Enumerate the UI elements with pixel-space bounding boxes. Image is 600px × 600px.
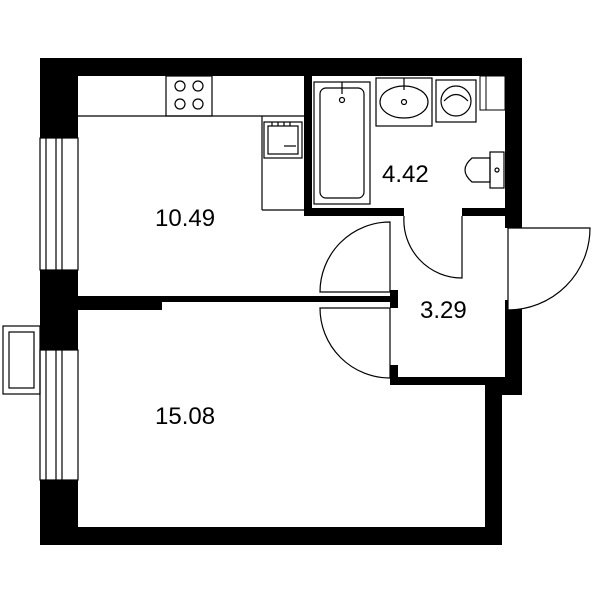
wall-right-hall bbox=[505, 300, 522, 395]
interior-walls bbox=[78, 76, 507, 385]
balcony-icon bbox=[2, 325, 41, 395]
door-bathroom bbox=[403, 215, 463, 279]
toilet-icon bbox=[464, 151, 505, 189]
wall-left-upper bbox=[40, 58, 78, 138]
wall-hall-bottom-stub bbox=[390, 365, 398, 385]
exterior-walls bbox=[40, 58, 522, 545]
door-living bbox=[319, 307, 391, 379]
wall-bath-left bbox=[304, 76, 312, 214]
wall-hall-bottom-left bbox=[390, 290, 398, 308]
door-icon bbox=[319, 215, 591, 379]
room-area-living: 15.08 bbox=[155, 403, 215, 430]
stove-icon bbox=[165, 75, 213, 117]
kitchen-counter bbox=[78, 115, 304, 211]
wall-bath-bottom-right bbox=[462, 208, 507, 216]
sink-icon bbox=[263, 121, 303, 159]
wall-left-mid bbox=[40, 270, 78, 350]
washbasin-icon bbox=[375, 77, 433, 127]
wall-hall-bottom bbox=[390, 377, 505, 385]
door-kitchen bbox=[319, 221, 391, 293]
wall-bottom bbox=[40, 527, 502, 545]
window-icon bbox=[39, 137, 79, 481]
room-area-hallway: 3.29 bbox=[420, 297, 467, 324]
bath-window-icon bbox=[479, 75, 506, 111]
wall-partition bbox=[78, 296, 390, 302]
wall-bath-bottom bbox=[304, 208, 404, 216]
bathtub-icon bbox=[313, 81, 371, 205]
wall-right-living bbox=[485, 385, 502, 545]
wall-partition-thick bbox=[78, 296, 162, 310]
room-area-bathroom: 4.42 bbox=[382, 161, 429, 188]
wall-top bbox=[40, 58, 522, 76]
washing-machine-icon bbox=[435, 79, 477, 123]
door-entrance bbox=[507, 227, 591, 311]
room-area-kitchen: 10.49 bbox=[155, 205, 215, 232]
wall-right-upper bbox=[505, 58, 522, 228]
